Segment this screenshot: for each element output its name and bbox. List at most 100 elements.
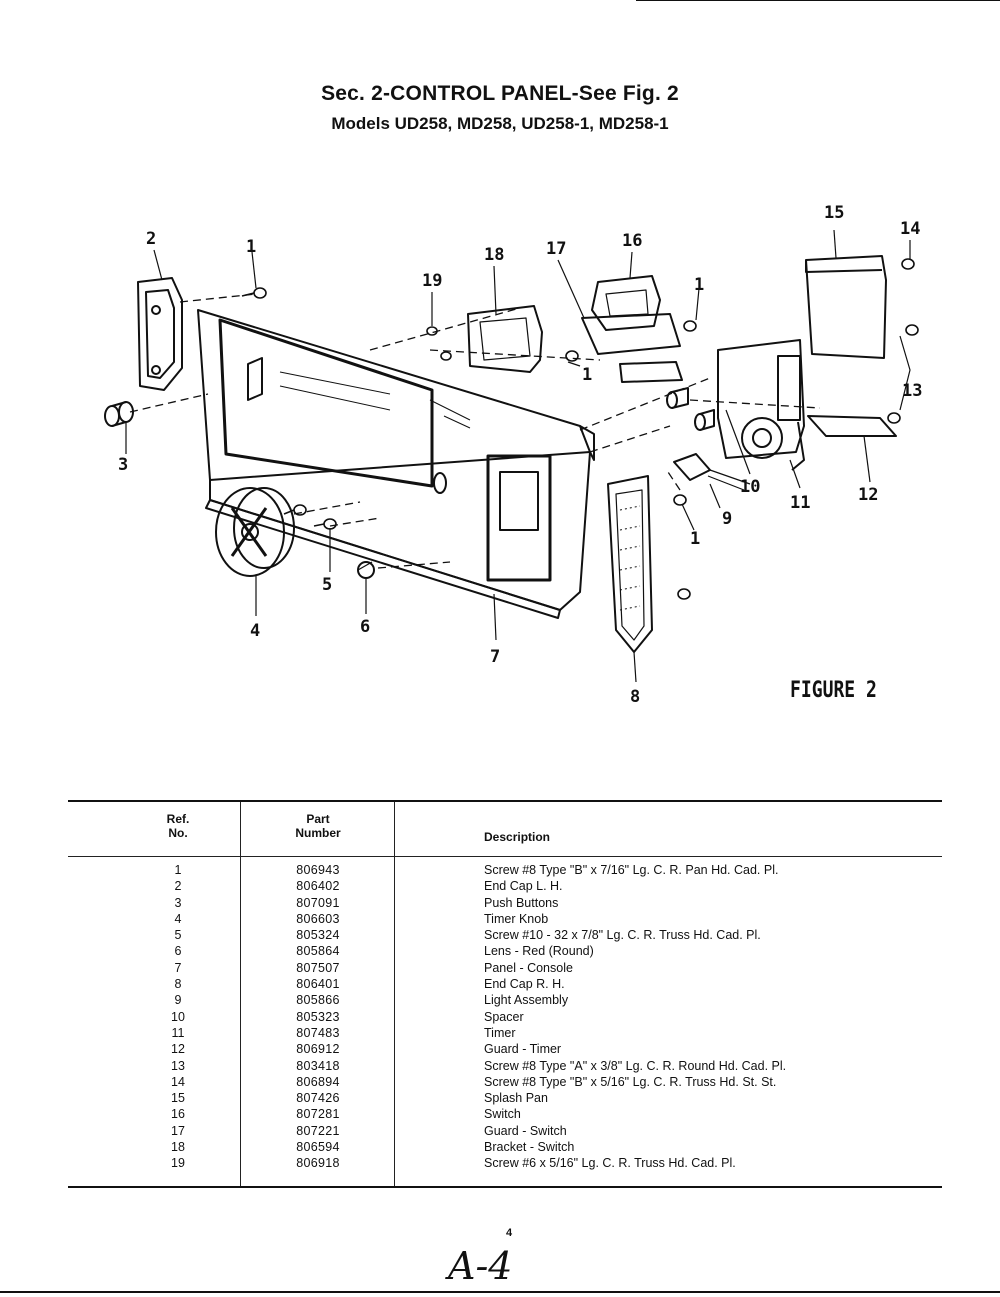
callout-5: 5 [322, 575, 332, 595]
description-cell: End Cap L. H. [484, 879, 563, 894]
ref-number-cell: 15 [171, 1091, 185, 1106]
description-cell: Screw #8 Type "B" x 5/16" Lg. C. R. Trus… [484, 1074, 777, 1089]
description-cell: Panel - Console [484, 960, 573, 975]
switch-guard-drawing [581, 313, 683, 383]
description-cell: Switch [484, 1107, 521, 1122]
callout-1a: 1 [246, 237, 256, 257]
ref-number-cell: 18 [171, 1140, 185, 1155]
description-cell: Light Assembly [484, 993, 569, 1008]
light-assembly-drawing [673, 453, 751, 491]
description-cell: Screw #8 Type "A" x 3/8" Lg. C. R. Round… [484, 1058, 787, 1073]
description-cell: Timer Knob [484, 911, 549, 926]
callout-15: 15 [824, 203, 844, 223]
table-row: 11 807483 Timer [68, 1025, 942, 1041]
table-row: 17 807221 Guard - Switch [68, 1123, 942, 1139]
timer-knob-drawing [215, 487, 295, 577]
ref-number-cell: 4 [174, 911, 182, 926]
end-cap-lh-drawing [137, 277, 183, 391]
description-cell: End Cap R. H. [484, 977, 565, 992]
callout-6: 6 [360, 617, 370, 637]
screws-drawing [241, 258, 919, 600]
callout-12: 12 [858, 485, 878, 505]
splash-pan-drawing [805, 255, 887, 359]
callout-17: 17 [546, 239, 566, 259]
callout-1d: 1 [690, 529, 700, 549]
table-row: 9 805866 Light Assembly [68, 992, 942, 1008]
callout-9: 9 [722, 509, 732, 529]
callout-1b: 1 [694, 275, 704, 295]
ref-number-cell: 10 [171, 1009, 185, 1024]
description-cell: Screw #8 Type "B" x 7/16" Lg. C. R. Pan … [484, 863, 779, 877]
column-divider [394, 802, 395, 1186]
ref-number-cell: 5 [174, 928, 182, 943]
part-number-cell: 807507 [296, 960, 340, 975]
ref-number-cell: 6 [174, 944, 182, 959]
description-cell: Lens - Red (Round) [484, 944, 594, 959]
part-number-cell: 806401 [296, 977, 340, 992]
header-part-number: Part Number [295, 812, 341, 840]
part-number-cell: 806918 [296, 1156, 340, 1171]
description-cell: Spacer [484, 1009, 524, 1024]
part-number-cell: 807221 [296, 1123, 340, 1138]
ref-number-cell: 17 [171, 1123, 185, 1138]
ref-number-cell: 16 [171, 1107, 185, 1122]
ref-number-cell: 8 [174, 977, 182, 992]
ref-number-cell: 12 [171, 1042, 185, 1057]
timer-drawing [717, 339, 805, 471]
diagram-callout-numbers: 2 1 19 18 17 16 1 15 14 1 13 3 10 11 12 … [118, 203, 922, 707]
ref-number-cell: 11 [171, 1025, 185, 1040]
callout-16: 16 [622, 231, 642, 251]
lens-drawing [357, 561, 375, 579]
part-number-cell: 806894 [296, 1074, 340, 1089]
part-number-cell: 805866 [296, 993, 340, 1008]
ref-number-cell: 14 [171, 1074, 185, 1089]
callout-19: 19 [422, 271, 442, 291]
ref-number-cell: 19 [171, 1156, 185, 1171]
page-subtitle: Models UD258, MD258, UD258-1, MD258-1 [331, 114, 669, 133]
column-divider [240, 802, 241, 1186]
callout-18: 18 [484, 245, 504, 265]
push-buttons-drawing [104, 401, 134, 427]
ref-number-cell: 13 [171, 1058, 185, 1073]
table-row: 14 806894 Screw #8 Type "B" x 5/16" Lg. C.… [68, 1074, 942, 1090]
callout-10: 10 [740, 477, 760, 497]
part-number-cell: 806912 [296, 1042, 340, 1057]
switch-bracket-drawing [467, 305, 543, 373]
callout-4: 4 [250, 621, 260, 641]
part-number-cell: 805323 [296, 1009, 340, 1024]
page-title: Sec. 2-CONTROL PANEL-See Fig. 2 [321, 82, 679, 105]
description-cell: Screw #10 - 32 x 7/8" Lg. C. R. Truss Hd… [484, 928, 761, 943]
callout-8: 8 [630, 687, 640, 707]
exploded-parts-diagram: 2 1 19 18 17 16 1 15 14 1 13 3 10 11 12 … [104, 203, 922, 707]
ref-number-cell: 2 [174, 879, 182, 894]
part-number-cell: 807483 [296, 1025, 340, 1040]
part-number-cell: 807091 [296, 895, 340, 910]
table-row: 4 806603 Timer Knob [68, 911, 942, 927]
header-description: Description [484, 830, 551, 844]
header-divider [68, 856, 942, 857]
ref-number-cell: 9 [174, 993, 182, 1008]
assembly-lines [129, 293, 821, 569]
callout-11: 11 [790, 493, 810, 513]
header-ref-no: Ref. No. [166, 812, 190, 840]
part-number-cell: 806603 [296, 911, 340, 926]
description-cell: Push Buttons [484, 895, 559, 910]
callout-7: 7 [490, 647, 500, 667]
description-cell: Guard - Switch [484, 1123, 567, 1138]
description-cell: Timer [484, 1025, 516, 1040]
part-number-cell: 805324 [296, 928, 340, 943]
callout-3: 3 [118, 455, 128, 475]
handwritten-page-label: A-4 [448, 1244, 513, 1288]
callout-13: 13 [902, 381, 922, 401]
bottom-edge-rule [0, 1291, 1000, 1293]
